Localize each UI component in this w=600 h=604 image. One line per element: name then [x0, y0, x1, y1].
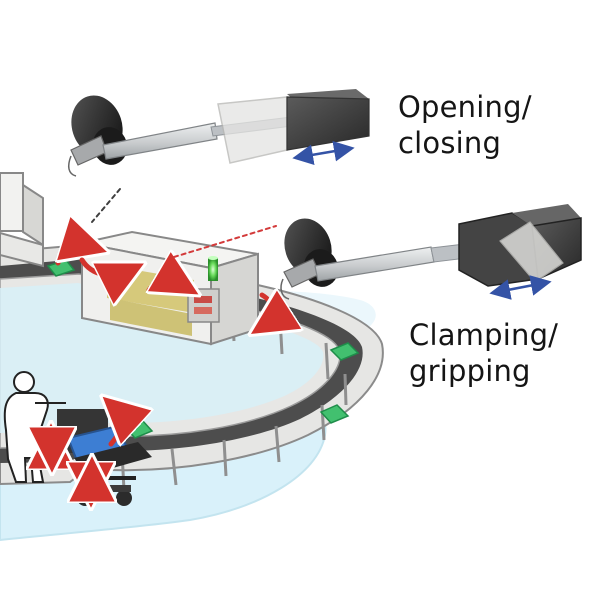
clamping-label-line-1: Clamping/ [409, 318, 559, 352]
rotation-arrow-icon [51, 246, 273, 491]
callout-lines [91, 188, 277, 258]
status-light-icon [208, 258, 218, 281]
clamping-gripping-actuator [280, 204, 582, 300]
opening-label-line-1: Opening/ [398, 90, 532, 124]
clamping-gripping-label: Clamping/ gripping [409, 317, 558, 389]
opening-closing-label: Opening/ closing [398, 89, 532, 161]
opening-label-line-2: closing [398, 126, 502, 160]
opening-closing-actuator [67, 89, 370, 177]
clamping-label-line-2: gripping [409, 354, 531, 388]
left-machine [0, 172, 44, 268]
